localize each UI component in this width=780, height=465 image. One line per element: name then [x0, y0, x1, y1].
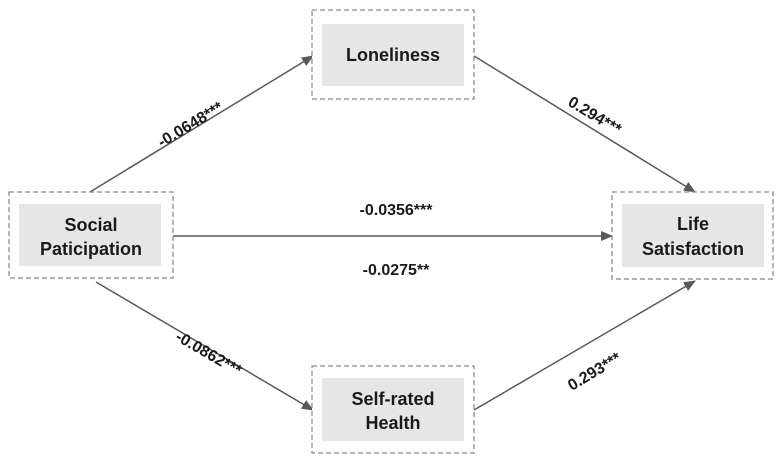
node-social-participation-label-line1: Social	[64, 215, 117, 235]
coef-loneliness-to-life: 0.294***	[565, 94, 625, 139]
node-life-satisfaction: Life Satisfaction	[611, 191, 774, 280]
node-self-rated-health: Self-rated Health	[311, 365, 475, 454]
node-self-rated-health-label-line2: Health	[365, 413, 420, 433]
node-life-satisfaction-label-line1: Life	[677, 214, 709, 234]
node-social-participation-label-line2: Paticipation	[40, 239, 142, 259]
edge-health-to-life	[473, 280, 696, 411]
coef-social-to-health: -0.0862***	[172, 329, 244, 381]
node-life-satisfaction-fill	[622, 204, 764, 267]
node-loneliness-fill	[322, 24, 464, 86]
coef-direct-upper: -0.0356***	[360, 202, 434, 219]
node-social-participation: Social Paticipation	[8, 191, 174, 279]
edge-labels: -0.0648*** 0.294*** -0.0356*** -0.0275**…	[155, 94, 625, 395]
node-loneliness-label: Loneliness	[346, 45, 440, 65]
coef-health-to-life: 0.293***	[565, 349, 625, 394]
node-social-participation-fill	[19, 204, 161, 266]
node-self-rated-health-label-line1: Self-rated	[351, 389, 434, 409]
coef-direct-lower: -0.0275**	[363, 262, 430, 279]
coef-social-to-loneliness: -0.0648***	[155, 99, 227, 152]
edge-loneliness-to-life	[473, 55, 696, 193]
edge-social-to-loneliness	[89, 55, 314, 193]
node-life-satisfaction-label-line2: Satisfaction	[642, 239, 744, 259]
edge-social-to-health	[95, 281, 314, 411]
edges	[89, 55, 696, 411]
node-self-rated-health-fill	[322, 378, 464, 441]
node-loneliness: Loneliness	[311, 9, 475, 100]
